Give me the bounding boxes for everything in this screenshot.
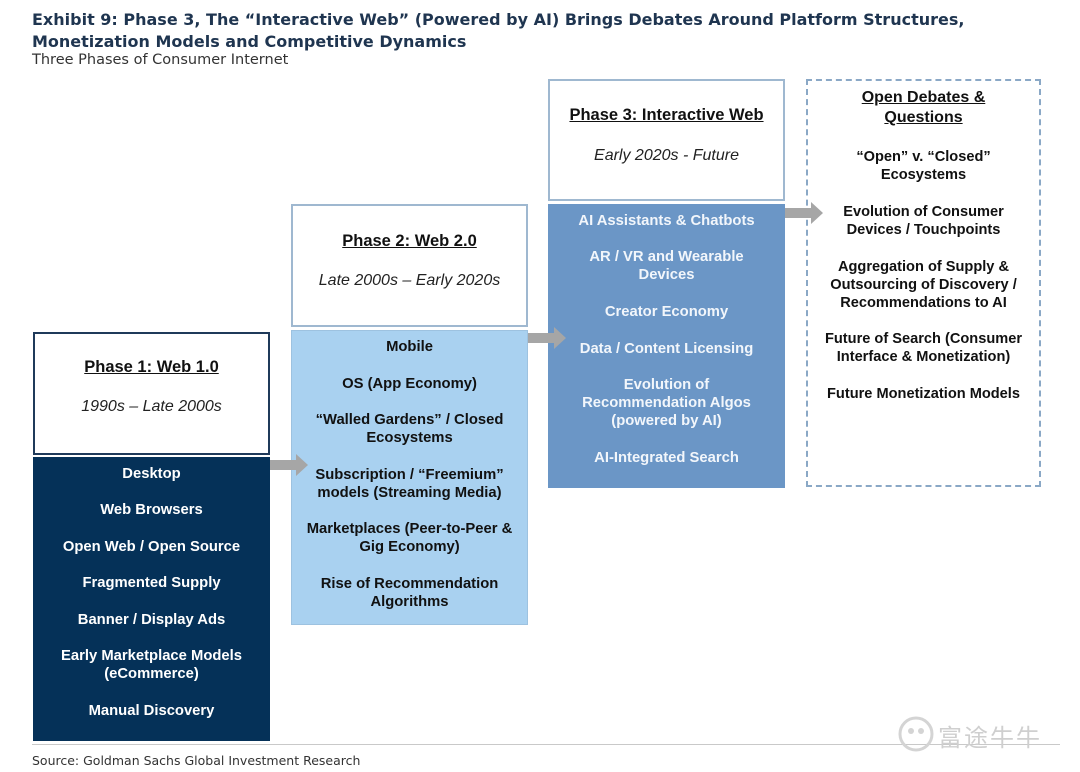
phase1-item: Banner / Display Ads: [77, 612, 226, 628]
phase3-item: AR / VR and Wearable Devices: [589, 249, 744, 283]
phase3-item: Creator Economy: [604, 304, 729, 320]
phase2-item: Subscription / “Freemium” models (Stream…: [315, 467, 504, 501]
phase3-header-box: Phase 3: Interactive Web Early 2020s - F…: [548, 79, 785, 201]
debate-item: Future Monetization Models: [827, 386, 1020, 402]
phase1-item: Web Browsers: [100, 502, 203, 518]
open-debates-box: Open Debates & Questions “Open” v. “Clos…: [806, 79, 1041, 487]
phase2-dates: Late 2000s – Early 2020s: [318, 272, 501, 289]
arrow-right-icon: [528, 327, 566, 349]
phase1-dates: 1990s – Late 2000s: [81, 398, 222, 415]
phase3-item: AI-Integrated Search: [594, 450, 739, 466]
arrow-right-icon: [270, 454, 308, 476]
phase2-item: Mobile: [386, 339, 433, 355]
exhibit-subtitle: Three Phases of Consumer Internet: [32, 52, 289, 68]
phase2-list-box: Mobile OS (App Economy) “Walled Gardens”…: [291, 330, 528, 625]
phase1-heading: Phase 1: Web 1.0: [84, 358, 219, 376]
phase3-dates: Early 2020s - Future: [594, 147, 739, 164]
open-debates-heading: Open Debates & Questions: [861, 89, 986, 126]
watermark-text: 富途牛牛: [938, 724, 1042, 752]
debate-item: “Open” v. “Closed” Ecosystems: [856, 149, 991, 183]
phase3-item: AI Assistants & Chatbots: [578, 213, 755, 229]
phase2-item: Rise of Recommendation Algorithms: [320, 576, 499, 610]
phase2-item: OS (App Economy): [342, 376, 477, 392]
debate-item: Future of Search (Consumer Interface & M…: [824, 331, 1023, 365]
arrow-right-icon: [785, 202, 823, 224]
phase1-item: Manual Discovery: [88, 703, 215, 719]
phase2-header-box: Phase 2: Web 2.0 Late 2000s – Early 2020…: [291, 204, 528, 327]
phase3-item: Data / Content Licensing: [579, 341, 754, 357]
phase1-list-box: Desktop Web Browsers Open Web / Open Sou…: [33, 457, 270, 741]
phase3-item: Evolution of Recommendation Algos (power…: [582, 377, 751, 429]
debate-item: Evolution of Consumer Devices / Touchpoi…: [843, 204, 1004, 238]
phase2-item: Marketplaces (Peer-to-Peer & Gig Economy…: [306, 521, 513, 555]
phase2-item: “Walled Gardens” / Closed Ecosystems: [315, 412, 504, 446]
phase3-list-box: AI Assistants & Chatbots AR / VR and Wea…: [548, 204, 785, 488]
phase1-header-box: Phase 1: Web 1.0 1990s – Late 2000s: [33, 332, 270, 455]
phase3-heading: Phase 3: Interactive Web: [569, 106, 764, 124]
phase1-item: Open Web / Open Source: [62, 539, 241, 555]
source-note: Source: Goldman Sachs Global Investment …: [32, 753, 361, 768]
phase1-item: Early Marketplace Models (eCommerce): [61, 648, 242, 682]
exhibit-title: Exhibit 9: Phase 3, The “Interactive Web…: [32, 10, 965, 51]
debate-item: Aggregation of Supply & Outsourcing of D…: [830, 259, 1017, 311]
footer-divider: [32, 744, 1060, 745]
phase1-item: Fragmented Supply: [82, 575, 221, 591]
phase1-item: Desktop: [122, 466, 181, 482]
watermark-logo-icon: [898, 716, 934, 752]
phase2-heading: Phase 2: Web 2.0: [342, 232, 477, 250]
